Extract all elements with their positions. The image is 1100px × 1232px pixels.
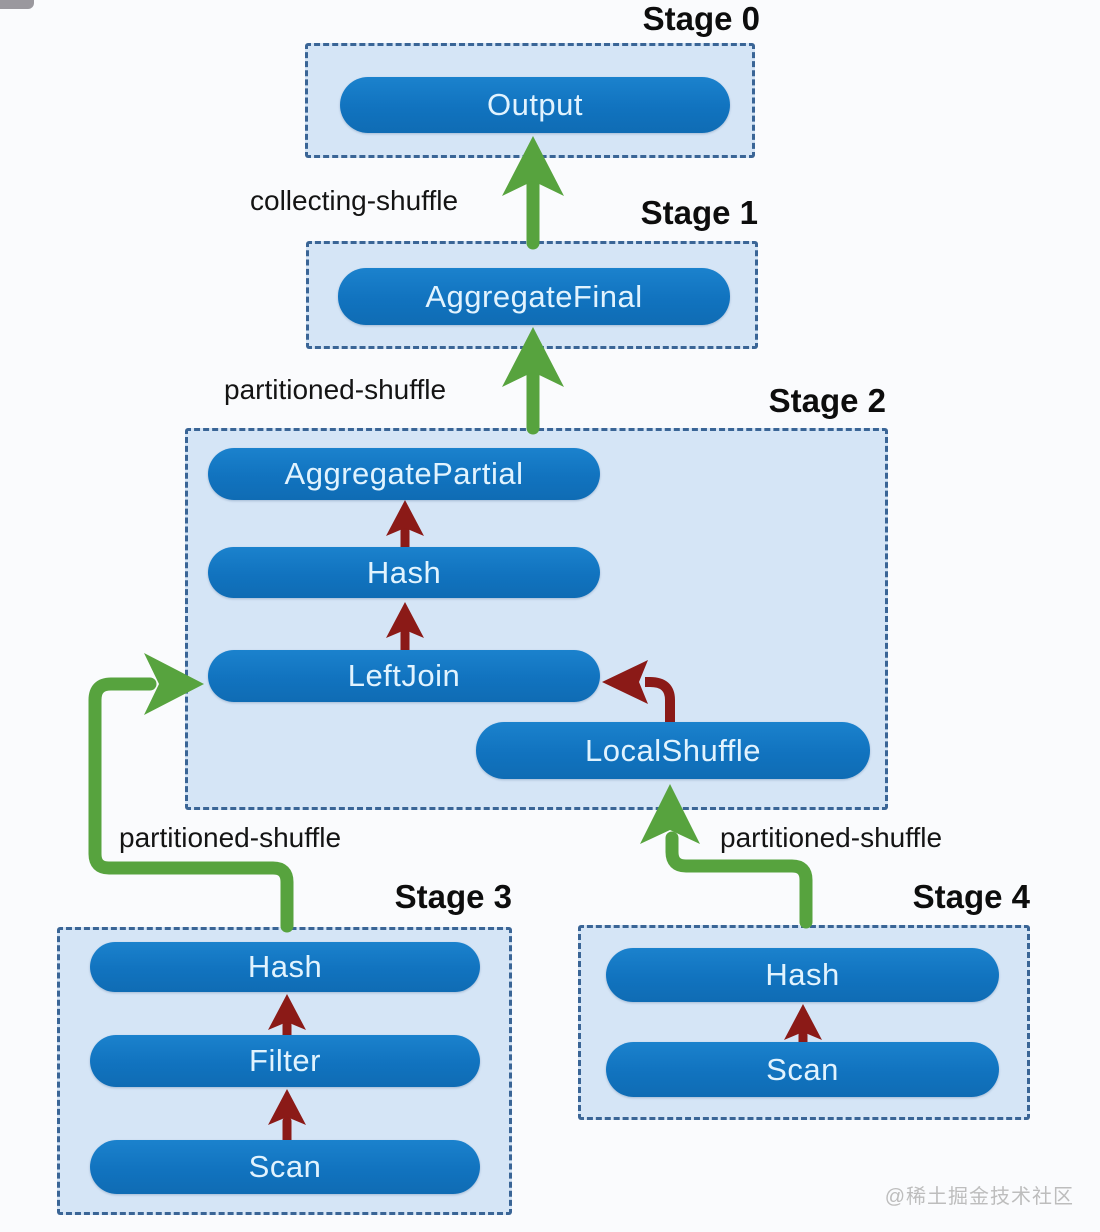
node-filter: Filter: [90, 1035, 480, 1087]
watermark: @稀土掘金技术社区: [884, 1186, 1074, 1208]
node-label: LocalShuffle: [584, 732, 762, 768]
stage-3-label: Stage 3: [394, 878, 512, 915]
node-hash-stage3: Hash: [90, 942, 480, 992]
partitioned-shuffle-label-left: partitioned-shuffle: [119, 822, 342, 853]
node-label: Hash: [366, 554, 442, 590]
node-hash-stage4: Hash: [606, 948, 999, 1002]
partitioned-shuffle-label-top: partitioned-shuffle: [224, 374, 447, 405]
node-scan-stage4: Scan: [606, 1042, 999, 1097]
stage-2-label: Stage 2: [768, 382, 886, 419]
node-label: Scan: [766, 1051, 839, 1087]
node-label: Output: [486, 87, 584, 122]
node-label: Hash: [247, 949, 323, 984]
node-label: Scan: [248, 1149, 322, 1184]
stage-1-label: Stage 1: [640, 194, 758, 231]
node-localshuffle: LocalShuffle: [476, 722, 870, 779]
node-aggregatepartial: AggregatePartial: [208, 448, 600, 500]
node-label: AggregatePartial: [284, 456, 524, 491]
node-label: LeftJoin: [347, 658, 461, 693]
node-output: Output: [340, 77, 730, 133]
stage-4-label: Stage 4: [912, 878, 1030, 915]
node-label: Filter: [249, 1043, 321, 1078]
node-label: Hash: [765, 957, 840, 992]
node-scan-stage3: Scan: [90, 1140, 480, 1194]
node-leftjoin: LeftJoin: [208, 650, 600, 702]
node-aggregatefinal: AggregateFinal: [338, 268, 730, 325]
collecting-shuffle-label: collecting-shuffle: [250, 185, 459, 216]
corner-artifact: [0, 0, 34, 9]
partitioned-shuffle-label-right: partitioned-shuffle: [720, 822, 943, 853]
node-hash-stage2: Hash: [208, 547, 600, 598]
node-label: AggregateFinal: [425, 278, 643, 314]
stage-0-label: Stage 0: [642, 0, 760, 37]
